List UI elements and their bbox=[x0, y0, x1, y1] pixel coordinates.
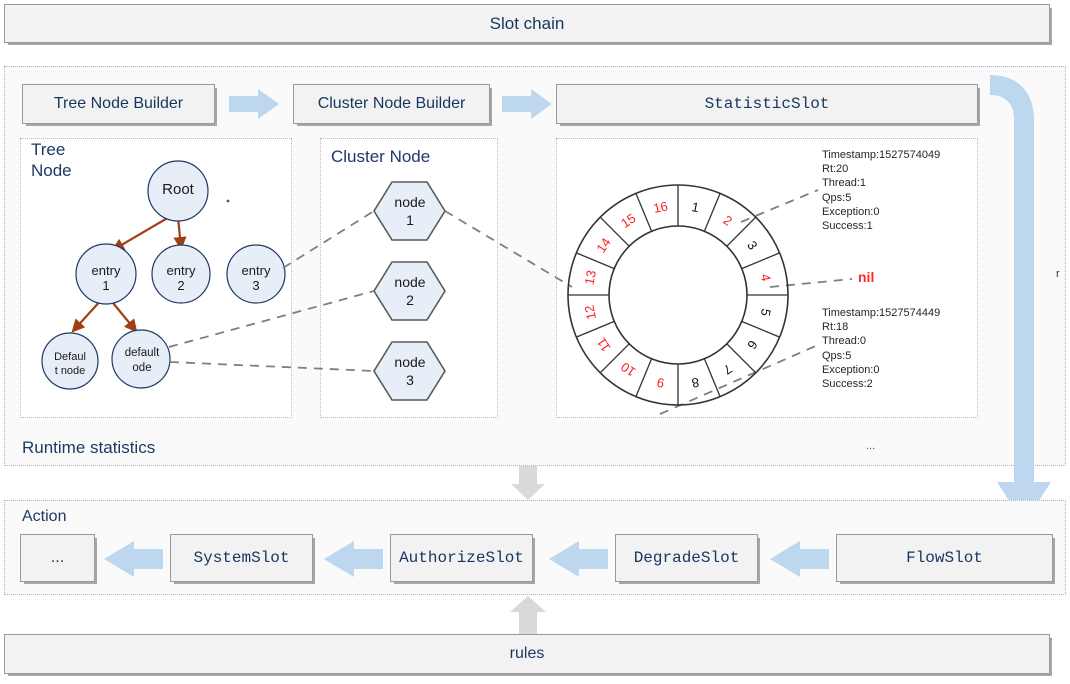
action-label: Action bbox=[22, 508, 67, 525]
feedback-curved-arrow-icon bbox=[990, 75, 1051, 524]
ring-spoke bbox=[599, 343, 630, 374]
ellipsis-slot-box[interactable]: ... bbox=[20, 534, 95, 582]
ring-spoke bbox=[726, 216, 757, 247]
stats-top-block: Timestamp:1527574049 Rt:20 Thread:1 Qps:… bbox=[822, 149, 941, 233]
pipeline-arrow-1-icon bbox=[229, 89, 279, 119]
ring-spoke bbox=[576, 320, 615, 338]
ring-spoke bbox=[635, 358, 653, 397]
stray-letter: r bbox=[1056, 268, 1060, 280]
tree-node-shapes bbox=[41, 160, 286, 390]
nil-label: nil bbox=[858, 269, 875, 285]
tree-stray-dot bbox=[226, 199, 230, 203]
flow-slot-label: FlowSlot bbox=[906, 549, 983, 567]
cluster-node-panel-title: Cluster Node bbox=[331, 147, 431, 166]
ring-spoke bbox=[703, 193, 721, 232]
cluster-node-builder-label: Cluster Node Builder bbox=[317, 95, 466, 112]
ring-slot-15: 15 bbox=[618, 210, 638, 231]
ring-slot-12: 12 bbox=[581, 304, 599, 321]
dashed-links bbox=[168, 189, 853, 415]
ring-slot-14: 14 bbox=[593, 235, 614, 255]
ring-spoke bbox=[576, 252, 615, 270]
ring-slot-13: 13 bbox=[581, 269, 599, 286]
runtime-to-action-arrow-icon bbox=[511, 466, 545, 500]
tree-node-root bbox=[147, 160, 209, 222]
ring-slot-4: 4 bbox=[758, 273, 774, 283]
pipeline-arrow-2-icon bbox=[502, 89, 552, 119]
rules-label: rules bbox=[509, 645, 545, 662]
action-arrow-2-icon bbox=[324, 541, 383, 577]
tree-node-defaultnode bbox=[41, 332, 99, 390]
tree-node-entry3 bbox=[226, 244, 286, 304]
degrade-slot-label: DegradeSlot bbox=[633, 549, 740, 567]
flow-slot-box[interactable]: FlowSlot bbox=[836, 534, 1053, 582]
rules-box[interactable]: rules bbox=[4, 634, 1050, 674]
ring-spoke bbox=[635, 193, 653, 232]
ring-slot-8: 8 bbox=[690, 375, 700, 391]
runtime-ellipsis: ... bbox=[866, 440, 876, 452]
system-slot-label: SystemSlot bbox=[193, 549, 290, 567]
ellipsis-slot-label: ... bbox=[50, 549, 65, 566]
cluster-node-3 bbox=[373, 341, 446, 401]
tree-node-defaultode bbox=[111, 329, 171, 389]
slot-chain-header: Slot chain bbox=[4, 4, 1050, 43]
system-slot-box[interactable]: SystemSlot bbox=[170, 534, 313, 582]
cluster-node-shapes bbox=[373, 181, 446, 401]
slot-chain-title: Slot chain bbox=[489, 13, 565, 33]
ring-slot-9: 9 bbox=[656, 375, 666, 391]
ring-slot-16: 16 bbox=[652, 198, 669, 216]
authorize-slot-box[interactable]: AuthorizeSlot bbox=[390, 534, 533, 582]
ring-spoke bbox=[741, 252, 780, 270]
tree-node-builder-box[interactable]: Tree Node Builder bbox=[22, 84, 215, 124]
ring-spoke bbox=[726, 343, 757, 374]
stats-bottom-block: Timestamp:1527574449 Rt:18 Thread:0 Qps:… bbox=[822, 307, 941, 391]
tree-node-panel-title: Tree Node bbox=[31, 140, 72, 180]
tree-node-entry1 bbox=[75, 243, 137, 305]
statistic-slot-box[interactable]: StatisticSlot bbox=[556, 84, 978, 124]
action-arrow-3-icon bbox=[549, 541, 608, 577]
statistic-slot-label: StatisticSlot bbox=[704, 95, 830, 113]
ring-slot-1: 1 bbox=[690, 199, 700, 215]
ring-slot-10: 10 bbox=[618, 359, 638, 380]
ring-spoke bbox=[741, 320, 780, 338]
tree-node-builder-label: Tree Node Builder bbox=[53, 95, 184, 112]
action-arrow-4-icon bbox=[770, 541, 829, 577]
authorize-slot-label: AuthorizeSlot bbox=[399, 549, 524, 567]
degrade-slot-box[interactable]: DegradeSlot bbox=[615, 534, 758, 582]
tree-node-entry2 bbox=[151, 244, 211, 304]
ring-spoke bbox=[703, 358, 721, 397]
cluster-node-builder-box[interactable]: Cluster Node Builder bbox=[293, 84, 490, 124]
action-arrow-1-icon bbox=[104, 541, 163, 577]
ring-spoke bbox=[599, 216, 630, 247]
ring-slot-5: 5 bbox=[758, 307, 774, 317]
rules-up-arrow-icon bbox=[510, 596, 546, 634]
runtime-statistics-label: Runtime statistics bbox=[22, 438, 156, 457]
ring-spokes bbox=[568, 185, 788, 405]
cluster-node-1 bbox=[373, 181, 446, 241]
